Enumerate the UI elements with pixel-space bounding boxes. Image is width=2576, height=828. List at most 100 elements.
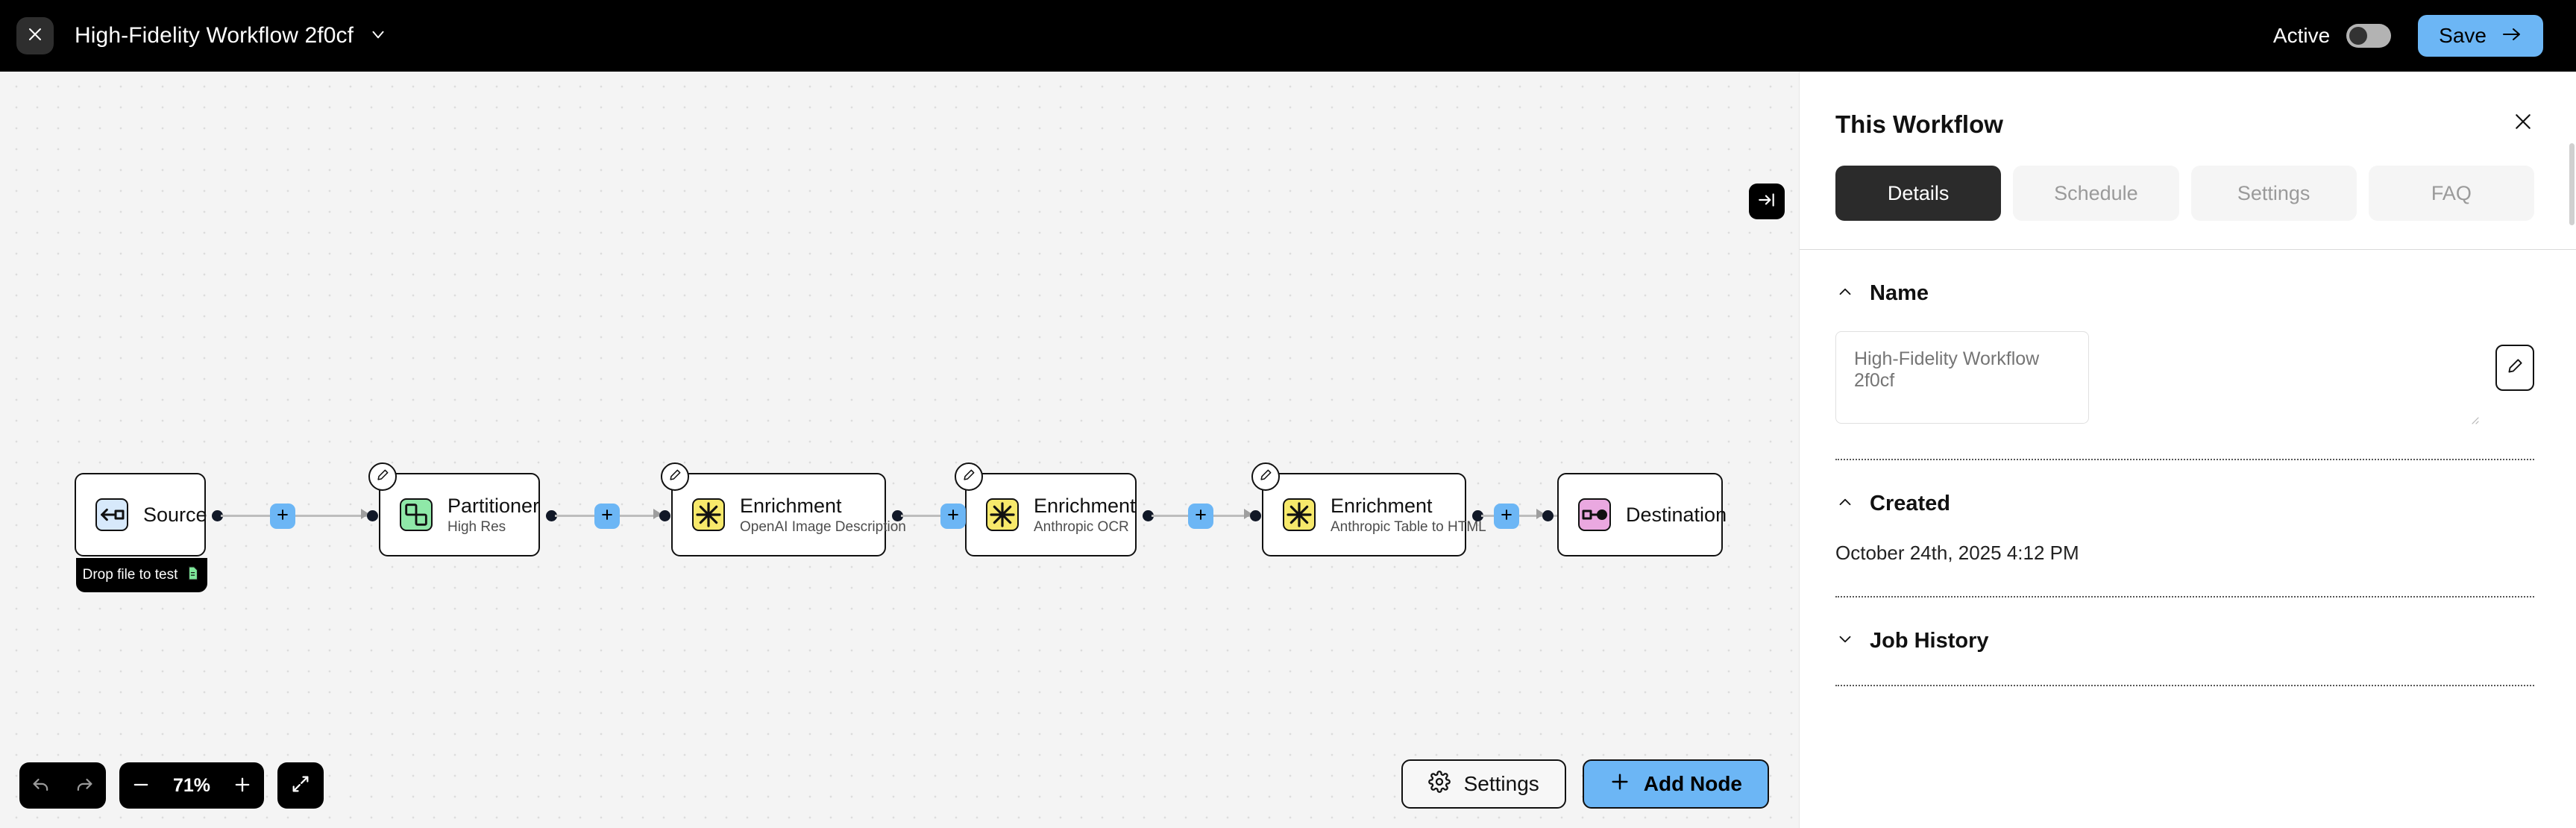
collapse-panel-right-icon — [1757, 190, 1777, 213]
edge-target-dot — [1250, 510, 1261, 521]
section-job-history-title: Job History — [1870, 629, 1989, 653]
textarea-resize-handle[interactable] — [2469, 414, 2479, 424]
zoom-out-button[interactable] — [119, 762, 163, 809]
source-icon — [95, 498, 128, 531]
active-toggle[interactable] — [2346, 24, 2392, 48]
panel-content: Name — [1800, 250, 2576, 828]
zoom-controls: 71% — [119, 762, 264, 809]
toggle-knob — [2349, 27, 2368, 45]
chevron-down-icon — [1835, 630, 1855, 653]
add-node-on-edge-button[interactable] — [270, 504, 295, 529]
zoom-level-label: 71% — [172, 774, 211, 796]
section-job-history-header[interactable]: Job History — [1835, 629, 2534, 653]
arrow-right-icon — [2501, 24, 2522, 48]
top-bar: High-Fidelity Workflow 2f0cf Active Save — [0, 0, 2576, 72]
fit-view-button[interactable] — [277, 762, 324, 809]
section-name: Name — [1835, 250, 2534, 460]
section-created: Created October 24th, 2025 4:12 PM — [1835, 460, 2534, 598]
node-subtitle: Anthropic OCR — [1034, 518, 1129, 535]
node-title: Partitioner — [447, 494, 540, 517]
drop-file-banner[interactable]: Drop file to test — [76, 558, 207, 592]
edit-name-button[interactable] — [2495, 345, 2534, 391]
add-node-on-edge-button[interactable] — [940, 504, 966, 529]
pencil-icon — [667, 468, 682, 486]
plus-icon — [275, 507, 290, 526]
zoom-in-button[interactable] — [221, 762, 264, 809]
node-enrichment-anthropic-table-to-html[interactable]: Enrichment Anthropic Table to HTML — [1251, 462, 1486, 556]
node-title: Enrichment — [1331, 494, 1433, 517]
edge-source-dot — [212, 510, 223, 521]
node-destination[interactable]: Destination — [1557, 473, 1727, 556]
edit-node-button[interactable] — [368, 462, 397, 491]
edge-line — [1481, 515, 1580, 517]
node-text: Partitioner High Res — [447, 495, 539, 536]
panel-header: This Workflow — [1800, 72, 2576, 139]
add-node-on-edge-button[interactable] — [594, 504, 620, 529]
add-node-on-edge-button[interactable] — [1494, 504, 1519, 529]
workflow-title-dropdown-button[interactable] — [368, 25, 388, 48]
close-icon — [2512, 110, 2534, 137]
section-created-header[interactable]: Created — [1835, 492, 2534, 516]
edge-arrowhead — [1244, 509, 1252, 519]
canvas-actions: Settings Add Node — [1401, 759, 1769, 809]
panel-scrollbar[interactable] — [2569, 143, 2575, 225]
workflow-details-panel: This Workflow Details Schedule Settings … — [1799, 72, 2576, 828]
enrichment-icon — [1283, 498, 1316, 531]
tab-schedule[interactable]: Schedule — [2013, 166, 2179, 221]
node-source[interactable]: Source Drop file to test — [75, 473, 207, 592]
node-enrichment-anthropic-ocr[interactable]: Enrichment Anthropic OCR — [955, 462, 1137, 556]
node-subtitle: Anthropic Table to HTML — [1331, 518, 1486, 535]
edit-node-button[interactable] — [1251, 462, 1280, 491]
editor-body: Source Drop file to test — [0, 72, 2576, 828]
redo-button[interactable] — [63, 762, 106, 809]
edit-node-button[interactable] — [955, 462, 983, 491]
node-partitioner[interactable]: Partitioner High Res — [368, 462, 540, 556]
edit-node-button[interactable] — [661, 462, 689, 491]
node-subtitle: High Res — [447, 518, 506, 535]
section-created-title: Created — [1870, 492, 1950, 515]
add-node-button[interactable]: Add Node — [1582, 759, 1769, 809]
tab-faq[interactable]: FAQ — [2368, 166, 2534, 221]
save-button[interactable]: Save — [2418, 15, 2543, 57]
pencil-icon — [2505, 357, 2525, 380]
edge-arrowhead — [653, 509, 662, 519]
canvas-settings-button[interactable]: Settings — [1401, 759, 1566, 809]
section-divider — [1835, 459, 2534, 460]
edge-arrowhead — [361, 509, 369, 519]
edge-target-dot — [367, 510, 378, 521]
node-text: Enrichment Anthropic Table to HTML — [1331, 495, 1486, 536]
active-label: Active — [2272, 24, 2331, 47]
node-title: Source — [143, 503, 207, 526]
node-text: Enrichment OpenAI Image Description — [740, 495, 906, 536]
partitioner-icon — [400, 498, 433, 531]
node-enrichment-openai-image-description[interactable]: Enrichment OpenAI Image Description — [661, 462, 906, 556]
add-node-on-edge-button[interactable] — [1188, 504, 1213, 529]
panel-close-button[interactable] — [2512, 110, 2534, 137]
section-name-title: Name — [1870, 281, 1929, 305]
edge-target-dot — [659, 510, 670, 521]
enrichment-icon — [986, 498, 1019, 531]
plus-icon — [1499, 507, 1514, 526]
tab-details[interactable]: Details — [1835, 166, 2002, 221]
plus-icon — [600, 507, 615, 526]
section-name-header[interactable]: Name — [1835, 281, 2534, 306]
collapse-panel-button[interactable] — [1749, 184, 1785, 219]
name-field-row — [1835, 331, 2534, 427]
redo-icon — [74, 774, 95, 797]
edge-source-dot — [1143, 510, 1154, 521]
fit-view-icon — [290, 774, 311, 798]
undo-button[interactable] — [19, 762, 63, 809]
history-controls — [19, 762, 106, 809]
node-text: Destination — [1626, 504, 1727, 527]
tab-settings[interactable]: Settings — [2190, 166, 2357, 221]
workflow-name-input[interactable] — [1835, 331, 2089, 424]
edge-source-dot — [1472, 510, 1483, 521]
pencil-icon — [1258, 468, 1273, 486]
workflow-title: High-Fidelity Workflow 2f0cf — [75, 23, 354, 48]
workflow-canvas[interactable]: Source Drop file to test — [0, 72, 1799, 828]
close-workflow-button[interactable] — [16, 17, 54, 54]
panel-tab-divider — [1800, 249, 2576, 250]
node-subtitle: OpenAI Image Description — [740, 518, 906, 535]
pencil-icon — [375, 468, 390, 486]
